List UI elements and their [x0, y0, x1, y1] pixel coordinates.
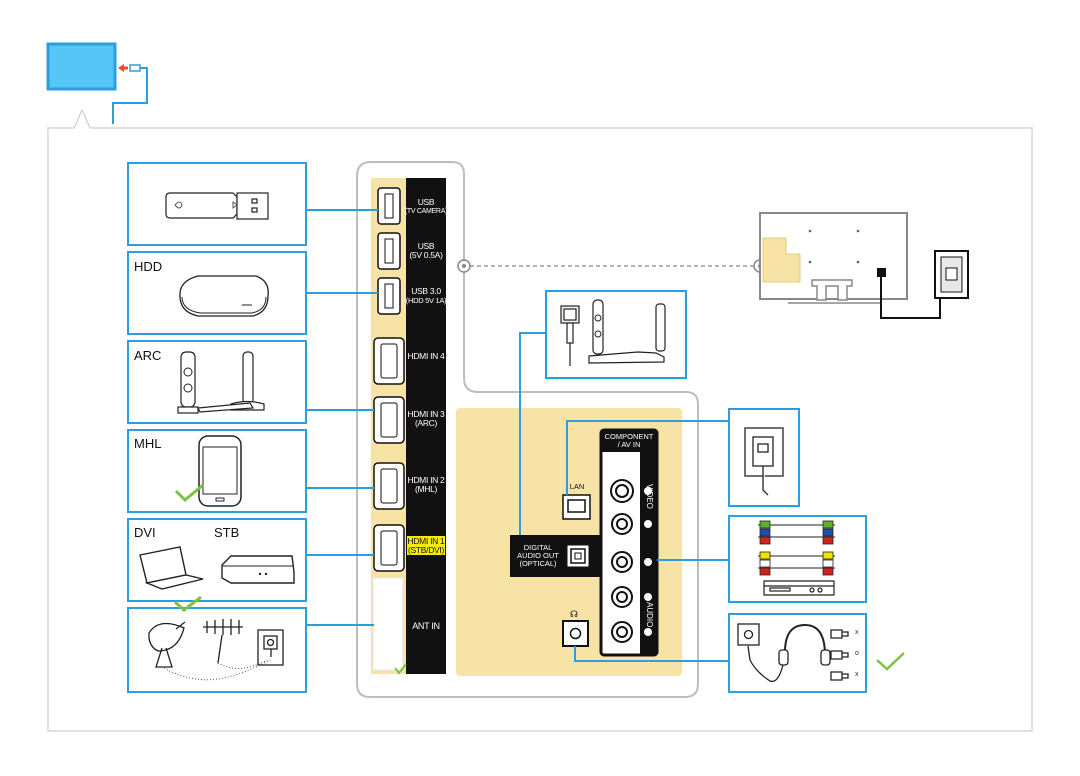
headphone-mark-2: o: [855, 650, 859, 657]
port-ant-in: ANT IN: [412, 621, 440, 631]
port-hdmi4: HDMI IN 4: [407, 351, 445, 361]
port-hdmi1: HDMI IN 1(STB/DVI): [406, 536, 446, 555]
port-hdmi3: HDMI IN 3(ARC): [407, 409, 445, 428]
lan-label: LAN: [569, 482, 585, 491]
headphone-mark-1: x: [855, 629, 859, 636]
video-label: VIDEO: [645, 484, 654, 509]
main-frame: [47, 108, 1033, 732]
mhl-label: MHL: [134, 436, 162, 451]
port-hdmi2: HDMI IN 2(MHL): [407, 475, 445, 494]
port-strip-black: [406, 178, 446, 674]
headphone-mark-3: x: [855, 671, 859, 678]
component-label: COMPONENT/ AV IN: [604, 432, 654, 449]
dvi-label: DVI: [134, 525, 156, 540]
arc-label: ARC: [134, 348, 162, 363]
headphone-icon: ☊: [570, 609, 578, 619]
port-usb3: USB 3.0(HDD 5V 1A): [405, 286, 447, 306]
audio-label: AUDIO: [645, 602, 654, 628]
hdd-label: HDD: [134, 259, 163, 274]
tv-screen-icon: [46, 42, 117, 91]
stb-label: STB: [214, 525, 240, 540]
port-usb-camera: USB(TV CAMERA): [404, 197, 448, 216]
port-usb-5v: USB(5V 0.5A): [409, 241, 443, 260]
